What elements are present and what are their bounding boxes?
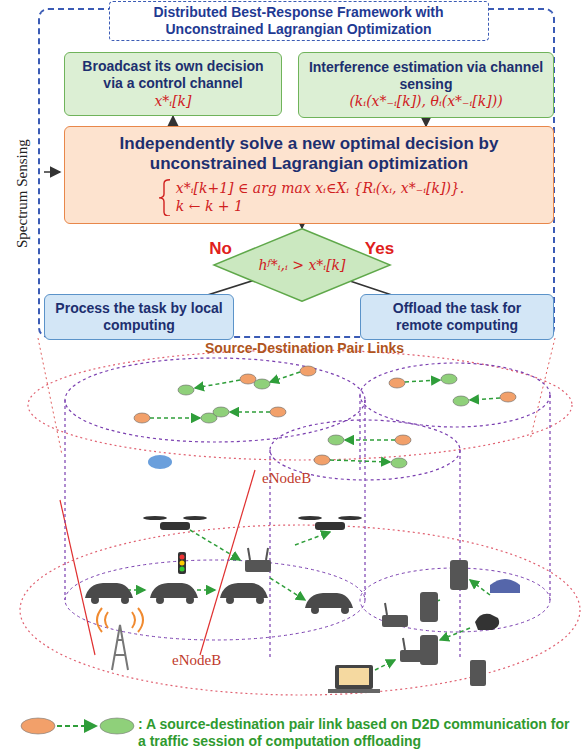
enodeb-label: eNodeB [172,652,221,669]
side-label: Spectrum Sensing [14,139,31,248]
estimation-box: Interference estimation via channel sens… [298,52,554,118]
legend-text: : A source-destination pair link based o… [138,716,578,750]
branch-label: Yes [365,239,394,259]
formula-line: k ← k + 1 [176,197,464,216]
formula-group: x*ᵢ[k+1] ∈ arg max xᵢ∈Xᵢ {Rᵢ(xᵢ, x*₋ᵢ[k]… [154,179,464,217]
branch-label: No [209,239,232,259]
flow-arrow [425,118,427,126]
box-heading: Offload the task for remote computing [369,300,545,334]
box-heading: Independently solve a new optimal decisi… [73,134,545,175]
formula: (kᵢ(x*₋ᵢ[k]), θᵢ(x*₋ᵢ[k])) [349,92,502,111]
enodeb-label: eNodeB [262,470,311,487]
box-heading: Broadcast its own decision via a control… [73,58,273,92]
box-heading: Interference estimation via channel sens… [307,59,545,93]
formula: x*ᵢ[k] [154,92,191,111]
local-box: Process the task by local computing [44,294,234,340]
brace [158,179,172,217]
layer-label: Source-Destination Pair Links [205,340,404,356]
formula-line: x*ᵢ[k+1] ∈ arg max xᵢ∈Xᵢ {Rᵢ(xᵢ, x*₋ᵢ[k]… [176,179,464,198]
box-heading: Process the task by local computing [53,300,225,334]
optimization-box: Independently solve a new optimal decisi… [64,126,554,224]
offload-box: Offload the task for remote computing [360,294,554,340]
flow-arrow [172,116,174,126]
formula: hᶠ*ᵢ,ᵢ > x*ᵢ[k] [258,256,345,275]
flow-arrow [301,224,303,228]
panel-title: Distributed Best-Response Framework with… [109,1,489,41]
framework-panel: Distributed Best-Response Framework with… [38,8,555,338]
broadcast-box: Broadcast its own decision via a control… [64,52,282,116]
